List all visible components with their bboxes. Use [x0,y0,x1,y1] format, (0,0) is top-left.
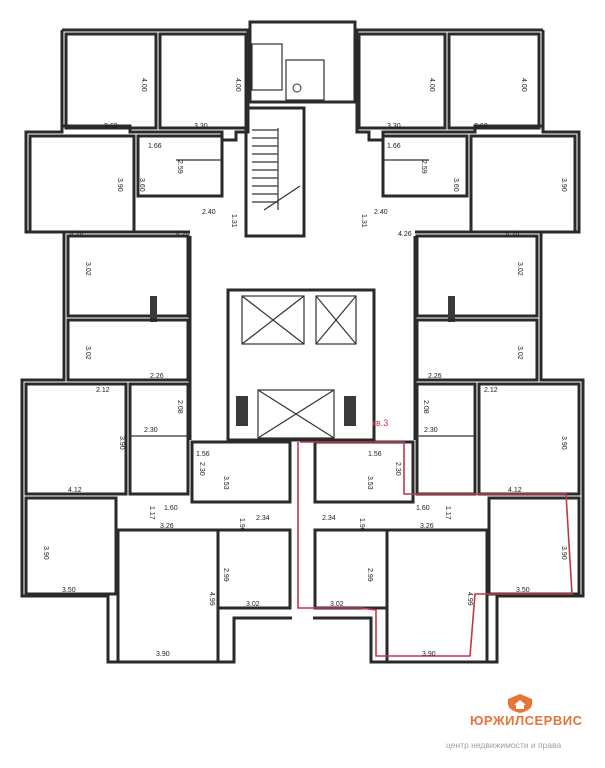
dim-label: 4.26 [398,231,412,238]
dim-label: 3.90 [560,178,567,192]
dim-label: 2.99 [222,568,229,582]
dim-label: 3.90 [42,546,49,560]
dim-label: 3.02 [516,346,523,360]
dim-label: 3.02 [84,262,91,276]
dim-label: 2.30 [394,462,401,476]
dim-label: 1.31 [360,214,367,228]
house-shield-icon [508,694,532,713]
dim-label: 1.60 [164,505,178,512]
dim-label: 3.26 [420,523,434,530]
dim-label: 2.30 [198,462,205,476]
dim-label: 3.53 [366,476,373,490]
dim-label: 3.50 [62,587,76,594]
dim-label: 3.02 [330,601,344,608]
brand-tagline: центр недвижимости и права [446,740,562,750]
dim-label: 4.12 [508,487,522,494]
dim-label: 4.24 [506,231,520,238]
dim-label: 2.30 [424,427,438,434]
dim-label: 3.53 [222,476,229,490]
brand-name: ЮРЖИЛСЕРВИС [470,713,583,728]
dim-label: 2.34 [256,515,270,522]
dim-label: 2.59 [420,160,427,174]
left-wing-rooms [24,32,292,664]
dim-label: 3.62 [104,123,118,130]
highlighted-apartment: кв.3 [297,418,573,657]
dim-label: 2.40 [202,209,216,216]
dim-label: 3.30 [194,123,208,130]
dim-label: 3.90 [156,651,170,658]
dim-label: 1.56 [196,451,210,458]
dim-label: 1.31 [230,214,237,228]
dim-label: 1.17 [148,506,155,520]
dim-label: 1.90 [238,518,245,532]
dim-label: 3.90 [116,178,123,192]
dim-label: 4.26 [176,231,190,238]
dim-label: 2.26 [428,373,442,380]
dim-label: 1.60 [416,505,430,512]
dim-label: 4.99 [466,592,473,606]
dim-label: 3.02 [516,262,523,276]
dim-label: 3.50 [516,587,530,594]
dimension-labels: 3.62 3.30 4.00 4.00 3.30 3.62 4.00 4.00 … [42,78,567,658]
dim-label: 3.62 [474,123,488,130]
dim-label: 2.26 [150,373,164,380]
dim-label: 1.56 [368,451,382,458]
dim-label: 1.66 [148,143,162,150]
dim-label: 3.30 [387,123,401,130]
dim-label: 4.12 [68,487,82,494]
dim-label: 3.90 [560,546,567,560]
dim-label: 1.66 [387,143,401,150]
building-core [188,20,417,442]
dim-label: 4.24 [70,231,84,238]
dim-label: 3.90 [422,651,436,658]
dim-label: 4.00 [234,78,241,92]
dim-label: 1.17 [444,506,451,520]
dim-label: 4.00 [428,78,435,92]
dim-label: 3.26 [160,523,174,530]
dim-label: 2.40 [374,209,388,216]
dim-label: 2.99 [366,568,373,582]
dim-label: 3.60 [138,178,145,192]
dim-label: 4.00 [140,78,147,92]
dim-label: 3.60 [452,178,459,192]
dim-label: 3.02 [84,346,91,360]
dim-label: 4.00 [520,78,527,92]
dim-label: 3.90 [118,436,125,450]
right-wing-rooms [313,32,581,664]
dim-label: 3.02 [246,601,260,608]
dim-label: 1.90 [358,518,365,532]
dim-label: 2.34 [322,515,336,522]
dim-label: 2.59 [176,160,183,174]
apartment-label: кв.3 [372,418,388,428]
dim-label: 2.08 [422,400,429,414]
dim-label: 4.99 [208,592,215,606]
dim-label: 2.12 [484,387,498,394]
dim-label: 2.08 [176,400,183,414]
dim-label: 3.90 [560,436,567,450]
dim-label: 2.30 [144,427,158,434]
dim-label: 2.12 [96,387,110,394]
floor-plan: кв.3 3.62 3.30 4.00 4.00 3.30 3.62 4.00 … [20,20,585,664]
